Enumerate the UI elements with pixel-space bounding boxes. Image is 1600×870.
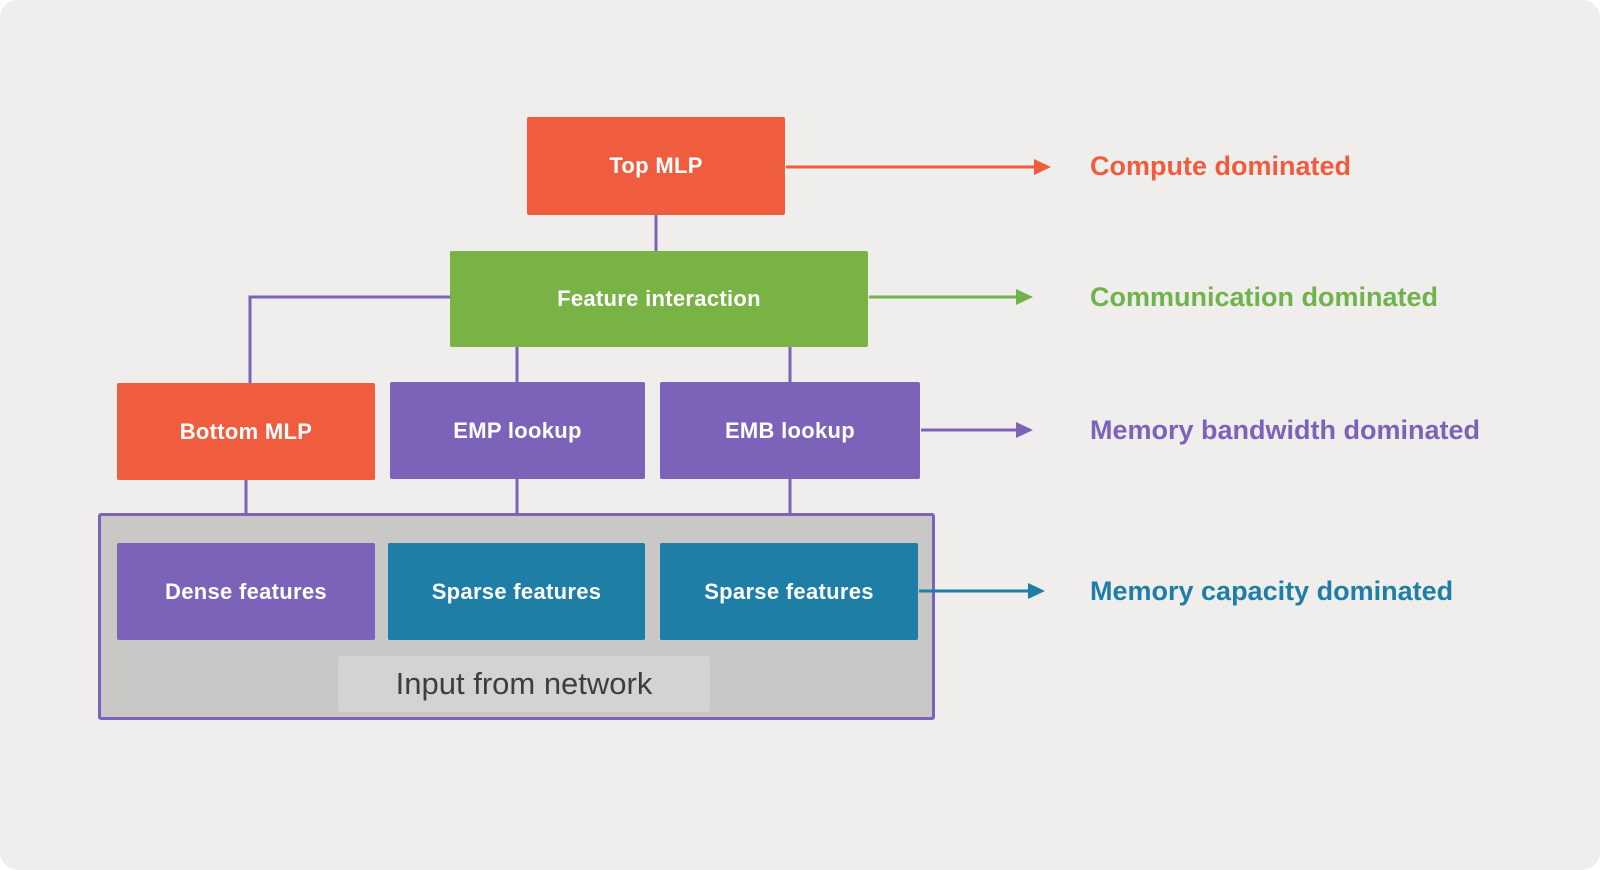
input-from-network-label: Input from network <box>338 656 710 712</box>
node-dense-features: Dense features <box>117 543 375 640</box>
arrowhead-capacity <box>1028 583 1045 599</box>
arrowhead-compute <box>1034 159 1051 175</box>
annotation-communication-dominated: Communication dominated <box>1090 282 1439 312</box>
node-top-mlp: Top MLP <box>527 117 785 215</box>
annotation-compute-dominated: Compute dominated <box>1090 151 1351 181</box>
node-feature-interaction: Feature interaction <box>450 251 868 347</box>
node-sparse-features-1: Sparse features <box>388 543 645 640</box>
connector-feature-bottommlp <box>248 295 451 384</box>
annotation-memory-bandwidth-dominated: Memory bandwidth dominated <box>1090 415 1481 445</box>
node-emb-lookup: EMB lookup <box>660 382 920 479</box>
arrowhead-bandwidth <box>1016 422 1033 438</box>
node-bottom-mlp: Bottom MLP <box>117 383 375 480</box>
node-emp-lookup: EMP lookup <box>390 382 645 479</box>
node-sparse-features-2: Sparse features <box>660 543 918 640</box>
arrowhead-communication <box>1016 289 1033 305</box>
annotation-memory-capacity-dominated: Memory capacity dominated <box>1090 576 1454 606</box>
